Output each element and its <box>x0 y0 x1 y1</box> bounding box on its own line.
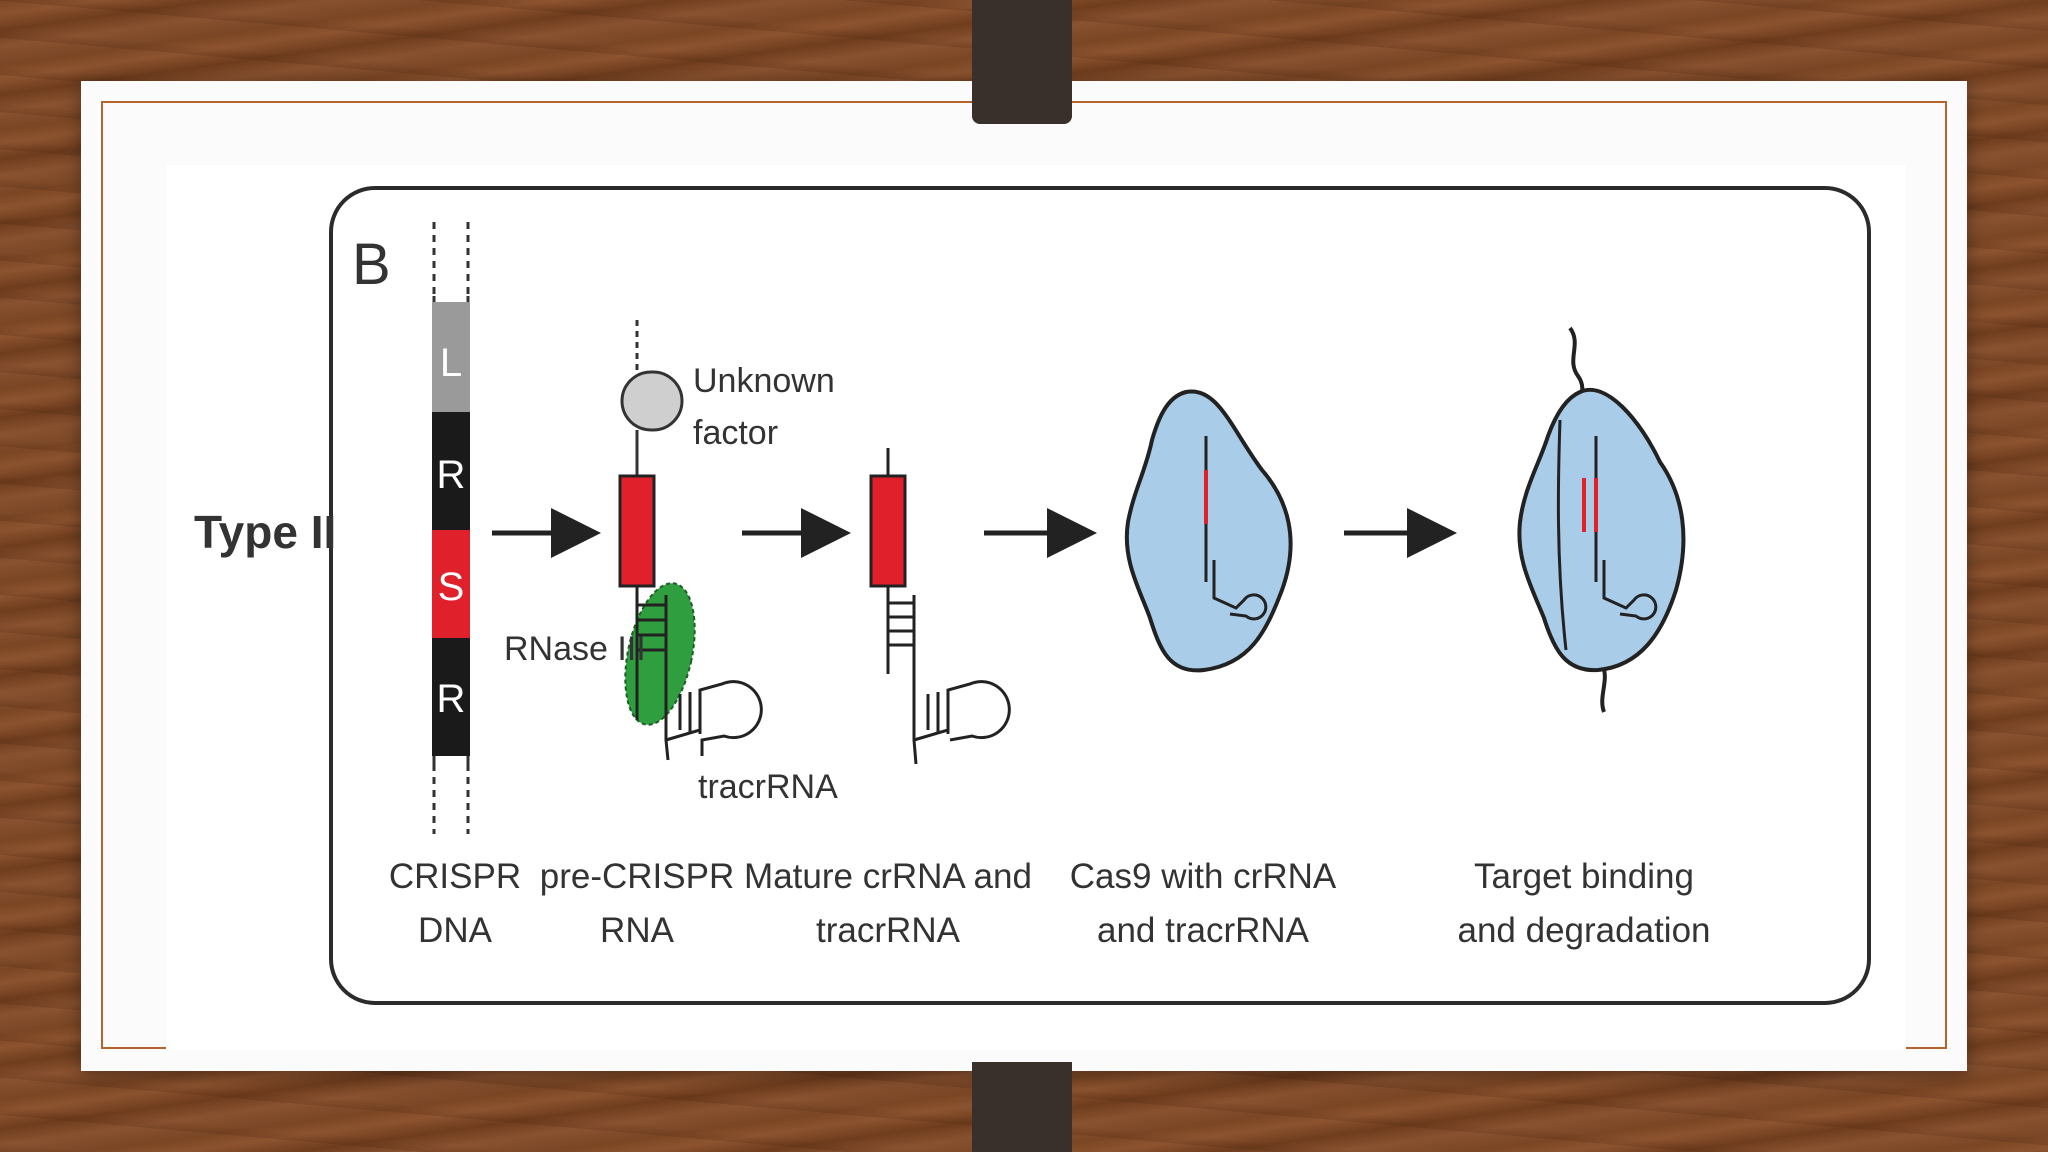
tracrrna-strand <box>1602 560 1658 621</box>
stage-caption: pre-CRISPR <box>540 857 734 896</box>
mature-crrna-tracrrna <box>869 448 1011 765</box>
unknown-factor-label: factor <box>693 414 778 452</box>
stage-caption: Target binding <box>1474 857 1694 896</box>
stage-caption: Mature crRNA and <box>744 857 1032 896</box>
pre-crispr-rna: Unknown factor RNase III tracrRNA <box>504 320 838 806</box>
spacer-segment <box>432 530 470 638</box>
stage-caption: Cas9 with crRNA <box>1070 857 1337 896</box>
crrna-spacer <box>869 474 907 588</box>
binder-clip-top <box>972 0 1072 124</box>
panel-letter: B <box>352 232 391 297</box>
stage-caption: CRISPR <box>389 857 521 896</box>
unknown-factor-label: Unknown <box>693 362 835 400</box>
crrna-spacer <box>618 474 656 588</box>
type-label: Type II <box>194 506 336 558</box>
segment-label-r: R <box>437 677 466 721</box>
stage-caption: RNA <box>600 911 675 950</box>
stage-caption: tracrRNA <box>816 911 961 950</box>
repeat-segment <box>432 412 470 530</box>
binder-clip-bottom <box>972 1062 1072 1152</box>
crispr-dna-array: L R S R <box>432 222 470 834</box>
segment-label-r: R <box>437 453 466 497</box>
cas9-complex <box>1124 389 1293 673</box>
target-binding-complex <box>1517 326 1686 713</box>
stage-caption: and degradation <box>1458 911 1711 950</box>
tracrrna-label: tracrRNA <box>698 768 838 806</box>
segment-label-s: S <box>438 565 465 609</box>
panel-border <box>329 186 1871 1005</box>
rnase-iii-label: RNase III <box>504 630 646 668</box>
tracrrna-strand <box>1212 560 1268 621</box>
segment-label-l: L <box>440 341 462 385</box>
cas9-protein <box>1124 389 1293 673</box>
leader-segment <box>432 302 470 412</box>
stage-caption: and tracrRNA <box>1097 911 1310 950</box>
repeat-segment <box>432 638 470 756</box>
stage-caption: DNA <box>418 911 493 950</box>
unknown-factor-blob <box>620 370 684 432</box>
